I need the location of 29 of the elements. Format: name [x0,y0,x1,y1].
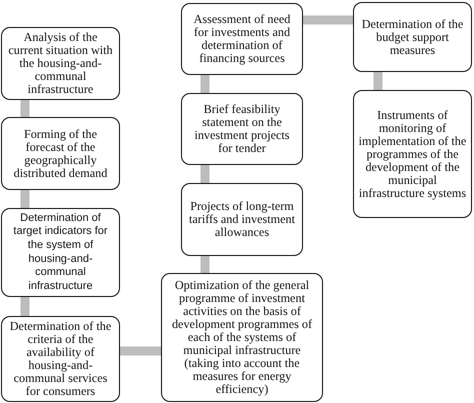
process-box [1,27,120,100]
step-text: Determination of the criteria of the availability of housing-and-communal services for consumers [8,320,112,398]
step-text: Determination of the budget support measures [360,18,464,56]
process-box [353,2,472,72]
connector-line [200,75,210,93]
process-box [161,273,323,402]
step-text: Determination of target indicators for the system of housing-and-communal infrastructure [12,212,109,294]
process-box [181,183,303,256]
connector-line [120,346,161,356]
process-box [1,208,120,297]
step-text: Instruments of monitoring of implementation of the programmes of the development of the municipal infrastructure systems [358,108,467,200]
step-text: Analysis of the current situation with the housing-and-communal infrastructure [7,31,114,96]
step-text: Projects of long-term tariffs and investment allowances [188,200,296,239]
step-text: Brief feasibility statement on the investment projects for tender [193,103,291,155]
connector-line [303,16,353,24]
connector-line [20,297,30,316]
process-box [181,93,303,165]
connector-line [374,72,382,90]
connector-line [200,256,210,273]
step-text: Optimization of the general programme of investment activities on the basis of development programmes of each of the systems of municipal infrastructure (taking into account the measures for energy efficiency) [170,279,314,396]
connector-line [20,190,30,208]
process-box [1,316,120,402]
connector-line [200,165,210,183]
process-box [181,3,303,75]
process-box [1,117,120,190]
step-text: Assessment of need for investments and determination of financing sources [192,13,292,65]
process-box [353,90,472,218]
connector-line [20,100,30,117]
step-text: Forming of the forecast of the geographically distributed demand [12,128,108,180]
